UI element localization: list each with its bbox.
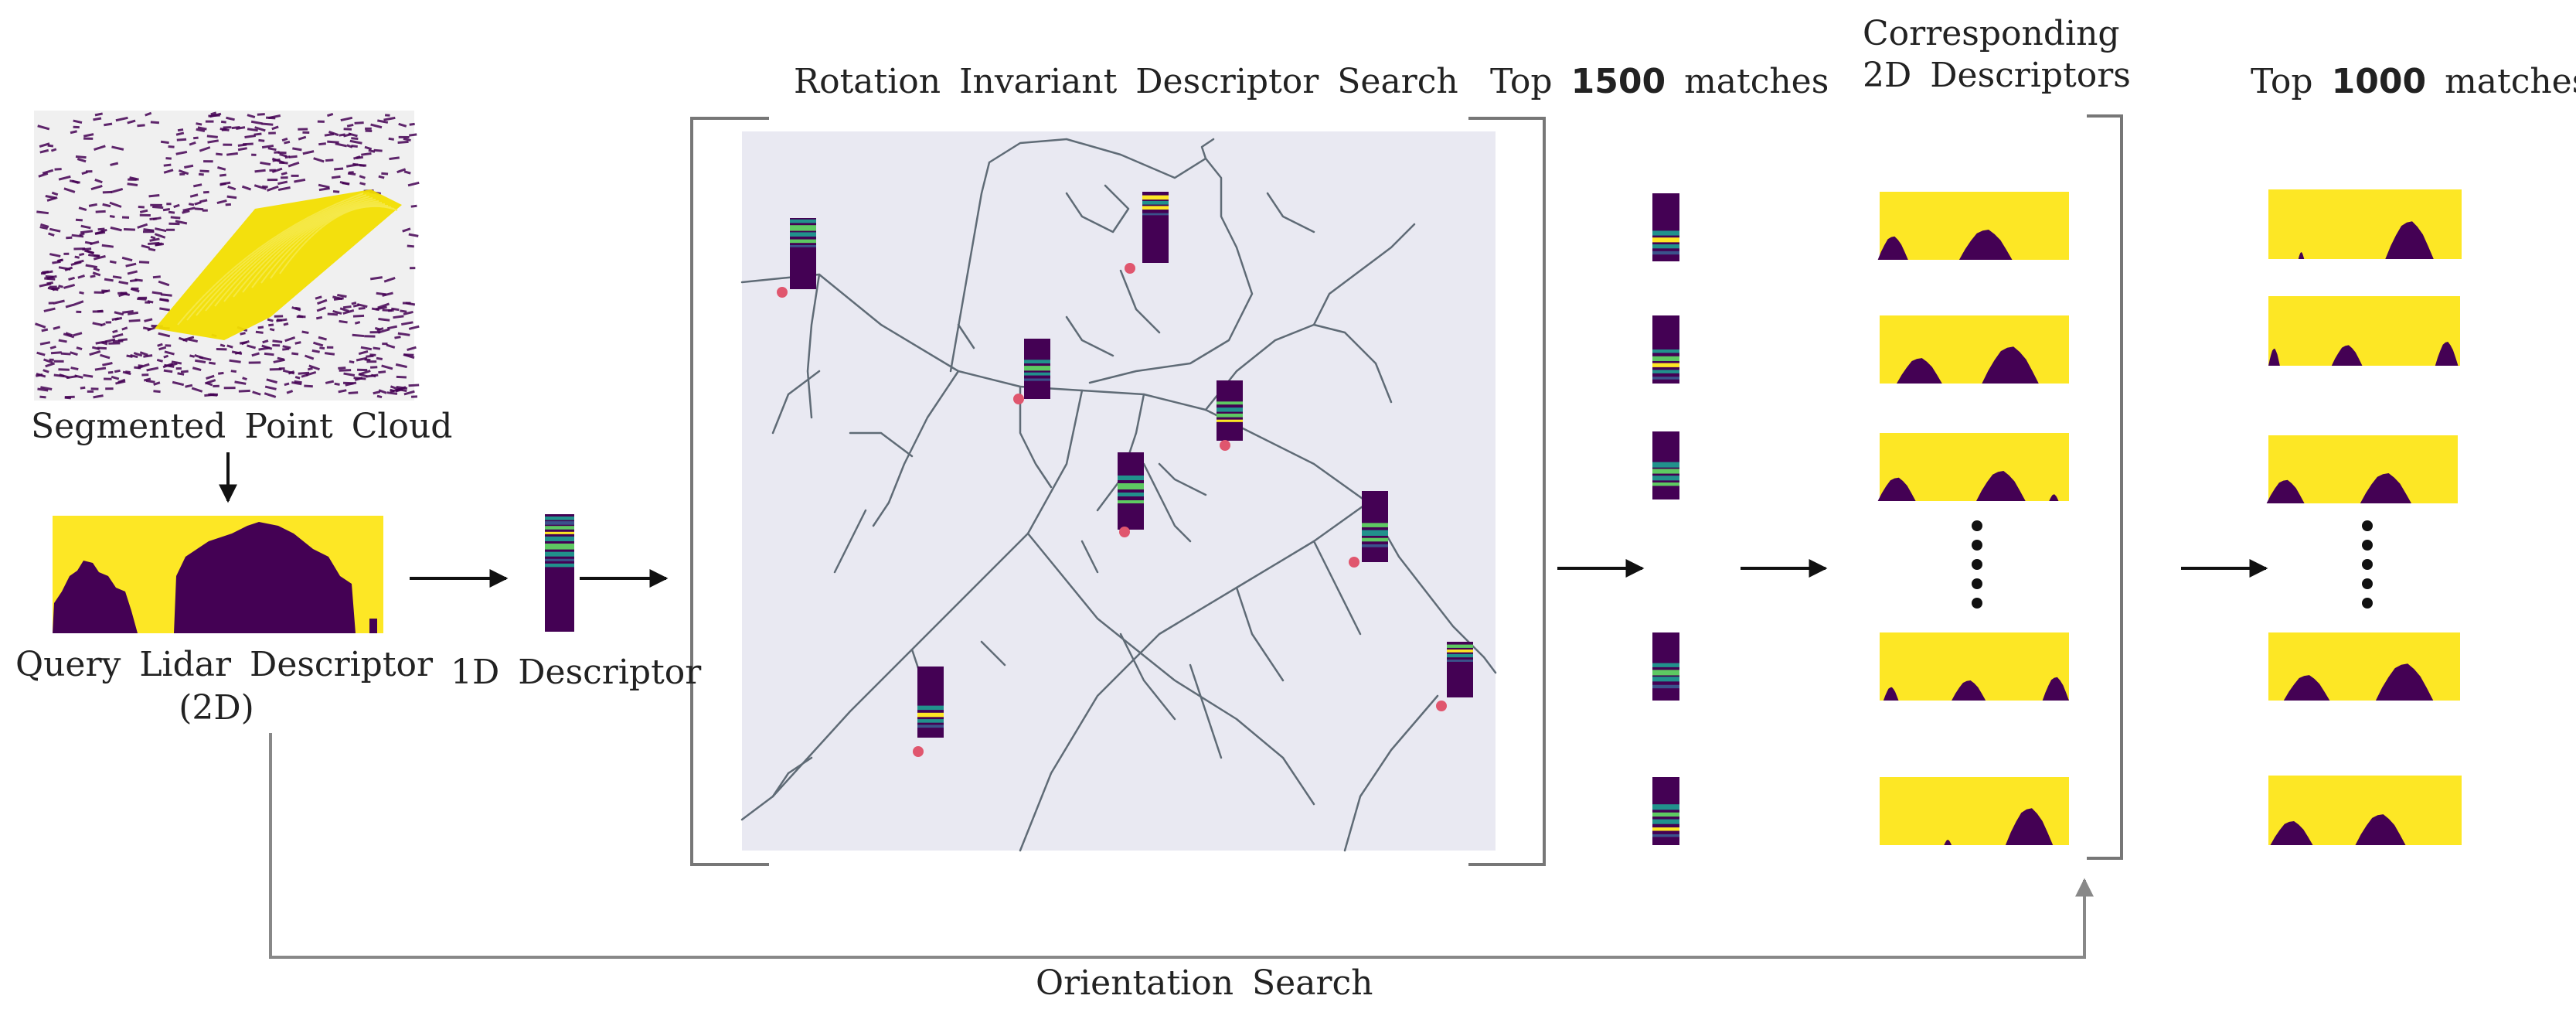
- vertical-dots-icon: [1972, 520, 1982, 609]
- location-marker: [1436, 701, 1447, 711]
- top-first-prefix: Top: [1490, 62, 1553, 101]
- descriptor-strip: [1652, 777, 1679, 845]
- corresponding-2d-descriptors: [1877, 192, 2069, 845]
- top-1000-label: Top 1000 matches: [2251, 65, 2576, 99]
- descriptor-strip: [1362, 491, 1388, 562]
- top-1500-label: Top 1500 matches: [1490, 65, 1829, 99]
- descriptor-strip: [1118, 452, 1144, 530]
- top-1500-descriptors: [1652, 193, 1679, 845]
- vertical-dots-icon: [2362, 520, 2373, 609]
- top-second-prefix: Top: [2251, 62, 2313, 101]
- descriptor-search-label: Rotation Invariant Descriptor Search: [794, 62, 1458, 101]
- corresponding-bracket: [2087, 114, 2123, 860]
- location-marker: [1013, 394, 1024, 404]
- descriptor-strip: [1447, 642, 1473, 697]
- location-marker: [1220, 440, 1230, 451]
- descriptor-2d-panel: [2266, 435, 2458, 503]
- descriptor-2d-panel: [2268, 776, 2462, 845]
- one-d-descriptor-label: 1D Descriptor: [451, 653, 702, 692]
- descriptor-2d-panel: [2268, 632, 2460, 701]
- segmented-point-cloud-label: Segmented Point Cloud: [31, 407, 453, 446]
- descriptor-strip: [1652, 315, 1679, 384]
- descriptor-strip: [1217, 380, 1243, 441]
- top-second-suffix: matches: [2445, 62, 2576, 101]
- orientation-search-arrow: [269, 733, 2094, 959]
- query-2d-descriptor: [53, 516, 383, 633]
- corr-label-line1: Corresponding: [1863, 14, 2120, 53]
- descriptor-2d-panel: [2268, 189, 2462, 259]
- one-d-descriptor: [545, 514, 574, 632]
- descriptor-strip: [917, 667, 944, 738]
- location-marker: [1125, 263, 1135, 274]
- query-descriptor-label: Query Lidar Descriptor (2D): [15, 645, 434, 728]
- descriptor-strip: [1652, 632, 1679, 701]
- descriptor-2d-panel: [1877, 192, 2069, 260]
- descriptor-2d-panel: [1880, 777, 2069, 845]
- descriptor-strip: [1024, 339, 1050, 399]
- location-marker: [1349, 557, 1359, 568]
- descriptor-2d-panel: [1880, 315, 2069, 384]
- segmented-point-cloud-image: [34, 111, 420, 401]
- descriptor-strip: [1652, 431, 1679, 499]
- orientation-search-label: Orientation Search: [1036, 963, 1373, 1003]
- corresponding-label: Corresponding 2D Descriptors: [1863, 14, 2131, 95]
- descriptor-2d-panel: [1877, 433, 2069, 501]
- descriptor-2d-panel: [1880, 632, 2069, 701]
- query-label-line1: Query Lidar Descriptor: [15, 645, 434, 684]
- location-marker: [1119, 527, 1130, 537]
- top-first-suffix: matches: [1684, 62, 1829, 101]
- descriptor-strip: [1652, 193, 1679, 261]
- descriptor-strip: [545, 514, 574, 632]
- location-marker: [777, 287, 788, 298]
- top-second-count: 1000: [2331, 62, 2427, 101]
- descriptor-strip: [1142, 192, 1169, 263]
- descriptor-strip: [790, 218, 816, 289]
- top-1000-descriptors: [2266, 189, 2462, 845]
- location-marker: [913, 746, 924, 757]
- road-map: [740, 131, 1497, 852]
- corr-label-line2: 2D Descriptors: [1863, 56, 2131, 95]
- query-label-line2: (2D): [179, 688, 254, 728]
- top-first-count: 1500: [1570, 62, 1666, 101]
- left-bracket: [690, 117, 769, 866]
- right-bracket: [1468, 117, 1546, 866]
- descriptor-2d-panel: [2268, 296, 2460, 366]
